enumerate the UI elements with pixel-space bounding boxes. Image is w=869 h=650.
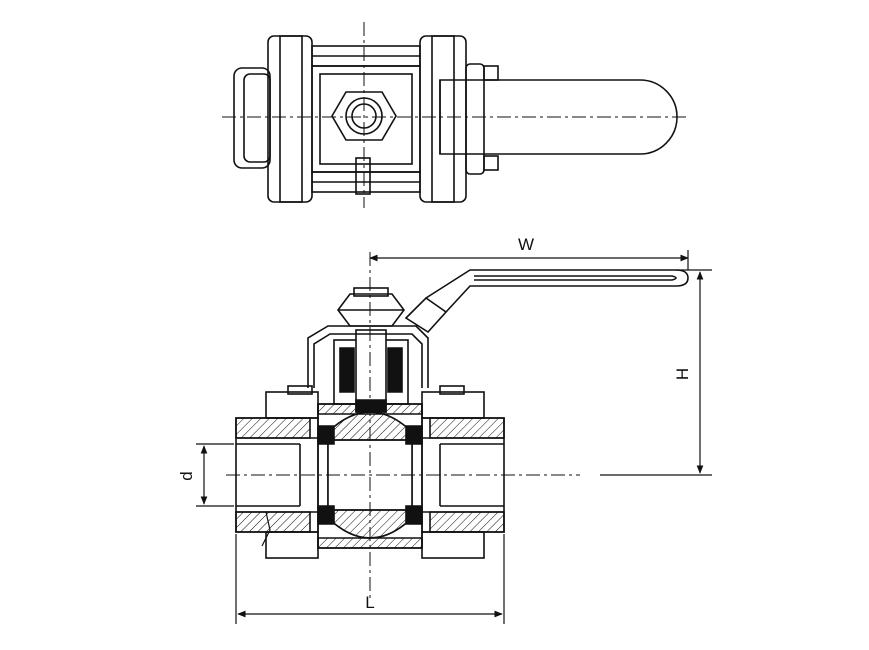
width-label: W (518, 235, 534, 254)
side-view-centerlines (226, 252, 580, 600)
top-view-centerlines (222, 22, 688, 208)
length-label: L (365, 593, 374, 612)
side-view (235, 269, 689, 559)
top-view (233, 35, 678, 203)
dimensions (196, 250, 712, 624)
diameter-label: d (177, 471, 196, 480)
height-label: H (673, 368, 692, 380)
